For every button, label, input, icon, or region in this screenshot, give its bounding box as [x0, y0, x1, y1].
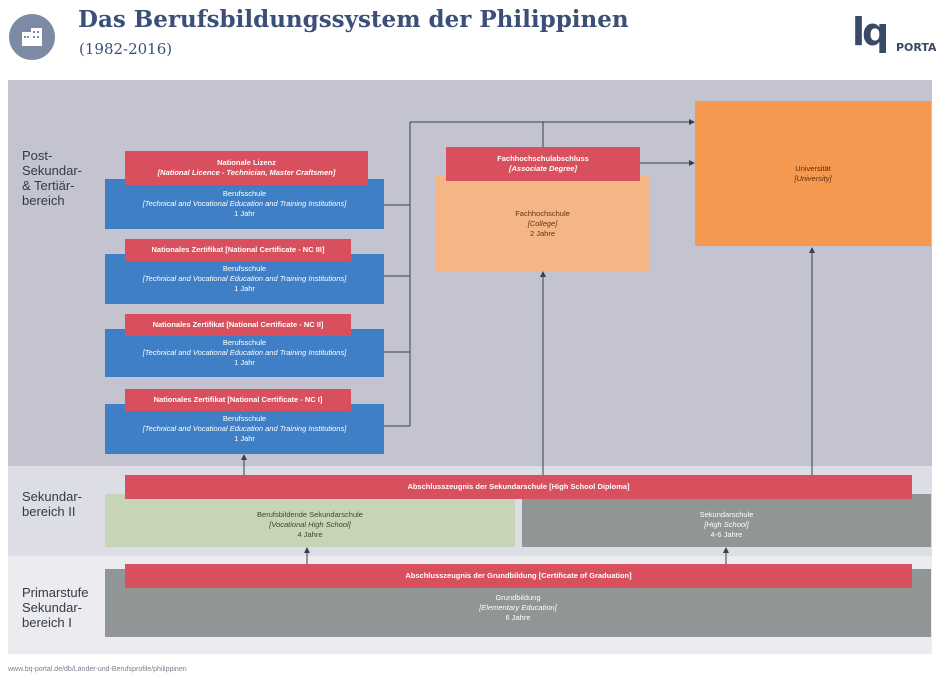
box-title: Berufsschule	[222, 338, 267, 347]
vocational-high-school-box: Berufsbildende Sekundarschule [Vocationa…	[105, 494, 515, 547]
page-subtitle: (1982-2016)	[79, 40, 173, 58]
box-subtitle: [Technical and Vocational Education and …	[142, 424, 347, 433]
box-subtitle: [Technical and Vocational Education and …	[142, 274, 347, 283]
berufsschule-box-1: Berufsschule [Technical and Vocational E…	[105, 404, 384, 454]
box-duration: 4-6 Jahre	[710, 529, 743, 539]
logo-badge	[9, 14, 55, 60]
box-subtitle: [Elementary Education]	[479, 603, 557, 612]
box-title: Berufsschule	[222, 189, 267, 198]
brand-name: PORTA	[896, 41, 936, 54]
box-title: Nationales Zertifikat [National Certific…	[151, 245, 325, 254]
berufsschule-box-3: Berufsschule [Technical and Vocational E…	[105, 254, 384, 304]
box-title: Nationale Lizenz	[217, 158, 276, 167]
box-title: Nationales Zertifikat [National Certific…	[153, 395, 323, 404]
box-title: Berufsschule	[222, 264, 267, 273]
certificate-of-graduation-box: Abschlusszeugnis der Grundbildung [Certi…	[125, 564, 912, 588]
nc-2-box: Nationales Zertifikat [National Certific…	[125, 314, 351, 336]
berufsschule-box-4: Berufsschule [Technical and Vocational E…	[105, 179, 384, 229]
level-label-secondary-2: Sekundar- bereich II	[22, 489, 82, 519]
box-subtitle: [National Licence - Technician, Master C…	[157, 168, 336, 177]
box-subtitle: [Technical and Vocational Education and …	[142, 199, 347, 208]
associate-degree-box: Fachhochschulabschluss [Associate Degree…	[446, 147, 640, 181]
box-duration: 1 Jahr	[234, 284, 255, 293]
brand-mark: lq	[852, 10, 889, 54]
national-licence-box: Nationale Lizenz [National Licence - Tec…	[125, 151, 368, 185]
level-label-post-secondary: Post- Sekundar- & Tertiär- bereich	[22, 148, 82, 208]
university-box: Universität [University]	[695, 101, 931, 246]
box-duration: 1 Jahr	[234, 358, 255, 367]
box-duration: 6 Jahre	[505, 613, 531, 622]
berufsschule-box-2: Berufsschule [Technical and Vocational E…	[105, 329, 384, 377]
box-subtitle: [Technical and Vocational Education and …	[142, 348, 347, 357]
source-url: www.bq-portal.de/db/Länder-und-Berufspro…	[8, 666, 187, 673]
box-title: Universität	[795, 163, 831, 173]
building-icon	[22, 28, 42, 46]
box-title: Nationales Zertifikat [National Certific…	[152, 320, 324, 329]
box-title: Berufsschule	[222, 414, 267, 423]
box-duration: 4 Jahre	[297, 529, 323, 539]
box-title: Abschlusszeugnis der Sekundarschule [Hig…	[407, 482, 630, 491]
box-duration: 1 Jahr	[234, 209, 255, 218]
box-subtitle: [College]	[527, 218, 558, 228]
box-subtitle: [Associate Degree]	[509, 164, 577, 173]
box-subtitle: [Vocational High School]	[269, 519, 351, 529]
page-title: Das Berufsbildungssystem der Philippinen	[78, 6, 629, 33]
box-title: Sekundarschule	[699, 509, 754, 519]
box-title: Berufsbildende Sekundarschule	[257, 509, 363, 519]
box-subtitle: [High School]	[704, 519, 749, 529]
college-box: Fachhochschule [College] 2 Jahre	[435, 176, 650, 271]
box-subtitle: [University]	[794, 173, 832, 183]
box-title: Grundbildung	[495, 593, 541, 602]
box-title: Abschlusszeugnis der Grundbildung [Certi…	[405, 571, 632, 580]
box-title: Fachhochschulabschluss	[497, 154, 589, 163]
high-school-box: Sekundarschule [High School] 4-6 Jahre	[522, 494, 931, 547]
level-label-primary: Primarstufe Sekundar- bereich I	[22, 585, 89, 630]
nc-3-box: Nationales Zertifikat [National Certific…	[125, 239, 351, 261]
box-title: Fachhochschule	[515, 208, 570, 218]
high-school-diploma-box: Abschlusszeugnis der Sekundarschule [Hig…	[125, 475, 912, 499]
box-duration: 1 Jahr	[234, 434, 255, 443]
nc-1-box: Nationales Zertifikat [National Certific…	[125, 389, 351, 411]
box-duration: 2 Jahre	[529, 228, 556, 238]
